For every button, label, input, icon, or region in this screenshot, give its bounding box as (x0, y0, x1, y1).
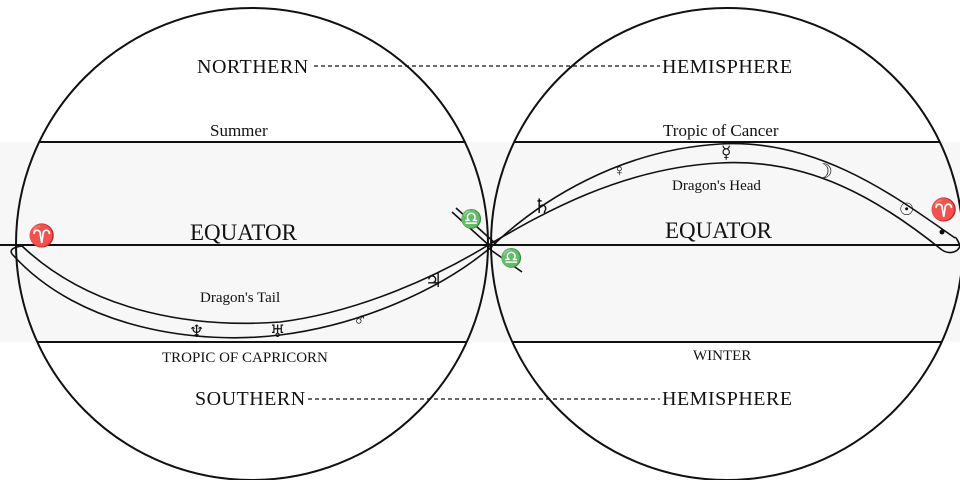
dragons-head-label: Dragon's Head (672, 178, 761, 194)
node-crossing-upper-2 (455, 207, 497, 245)
saturn-icon: ♄ (533, 196, 551, 218)
summer-label: Summer (210, 121, 268, 140)
hemisphere-north-label: HEMISPHERE (662, 56, 793, 78)
uranus-icon: ♅ (270, 322, 285, 341)
dragons-tail-label: Dragon's Tail (200, 290, 280, 306)
tropic-of-capricorn-label: TROPIC OF CAPRICORN (162, 350, 328, 366)
hemisphere-south-label: HEMISPHERE (662, 388, 793, 410)
venus-icon: ♀ (613, 161, 626, 180)
equator-right-label: EQUATOR (665, 218, 773, 243)
jupiter-icon: ♃ (425, 271, 442, 292)
winter-label: WINTER (693, 348, 751, 364)
dragon-head (941, 236, 960, 254)
southern-label: SOUTHERN (195, 388, 306, 410)
mars-icon: ♂ (353, 310, 367, 331)
libra-icon-upper: ♎ (460, 208, 482, 229)
aries-icon-right: ♈ (930, 197, 957, 222)
dragon-tail-cap (10, 245, 23, 255)
neptune-icon: ♆ (189, 322, 204, 341)
aries-icon-left: ♈ (28, 223, 55, 248)
node-crossing-lower (487, 247, 523, 273)
mercury-icon: ☿ (721, 143, 731, 162)
sun-icon: ☉ (899, 200, 914, 219)
node-crossing-upper (451, 211, 493, 249)
libra-icon-lower: ♎ (500, 247, 522, 268)
ecliptic-band-outer (11, 142, 956, 339)
tropic-of-cancer-label: Tropic of Cancer (663, 121, 779, 140)
moon-icon: ☽ (815, 161, 833, 183)
dragon-eye (939, 229, 945, 235)
northern-label: NORTHERN (197, 56, 309, 78)
ecliptic-band-inner (21, 161, 943, 325)
equator-left-label: EQUATOR (190, 220, 298, 245)
